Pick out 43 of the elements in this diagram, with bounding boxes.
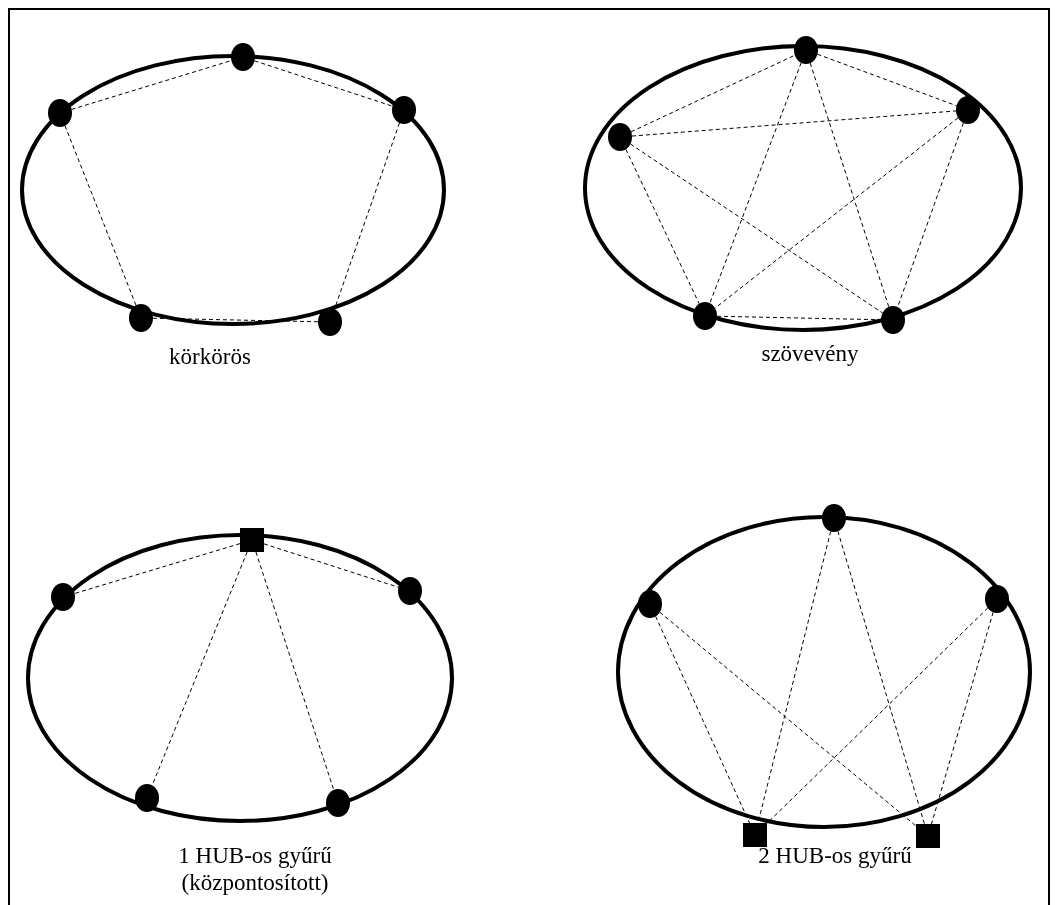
hub-square xyxy=(743,823,767,847)
station-dot xyxy=(392,96,416,124)
station-dot xyxy=(881,306,905,334)
dashed-link xyxy=(151,551,248,786)
station-dot xyxy=(956,96,980,124)
dashed-link xyxy=(254,60,393,107)
dashed-link xyxy=(74,543,241,594)
station-dot xyxy=(794,36,818,64)
dashed-link xyxy=(629,143,884,314)
station-dot xyxy=(398,577,422,605)
caption-text: 2 HUB-os gyűrű xyxy=(757,842,913,869)
caption-text: szövevény xyxy=(760,340,860,367)
station-dot xyxy=(638,590,662,618)
hub-square xyxy=(916,824,940,848)
dashed-link xyxy=(64,125,137,306)
station-dot xyxy=(51,583,75,611)
dashed-link xyxy=(631,110,957,137)
station-dot xyxy=(129,304,153,332)
dashed-link xyxy=(630,54,796,133)
caption-text: 1 HUB-os gyűrű (központosított) xyxy=(177,842,333,896)
caption-text: körkörös xyxy=(168,343,252,370)
dashed-link xyxy=(897,122,964,308)
station-dot xyxy=(318,308,342,336)
dashed-link xyxy=(837,530,925,825)
station-dot xyxy=(326,789,350,817)
station-dot xyxy=(985,585,1009,613)
station-dot xyxy=(135,784,159,812)
dashed-link xyxy=(625,148,700,305)
dashed-link xyxy=(931,611,994,825)
dashed-link xyxy=(709,62,802,304)
station-dot xyxy=(693,302,717,330)
dashed-link xyxy=(809,62,890,308)
dashed-link xyxy=(152,317,319,323)
dashed-link xyxy=(659,611,917,827)
station-dot xyxy=(608,123,632,151)
dashed-link xyxy=(655,615,751,824)
hub-square xyxy=(240,528,264,552)
dashed-link xyxy=(255,551,335,791)
station-dot xyxy=(822,504,846,532)
station-dot xyxy=(48,99,72,127)
dashed-link xyxy=(757,530,832,824)
dashed-link xyxy=(71,60,232,110)
station-dot xyxy=(231,43,255,71)
